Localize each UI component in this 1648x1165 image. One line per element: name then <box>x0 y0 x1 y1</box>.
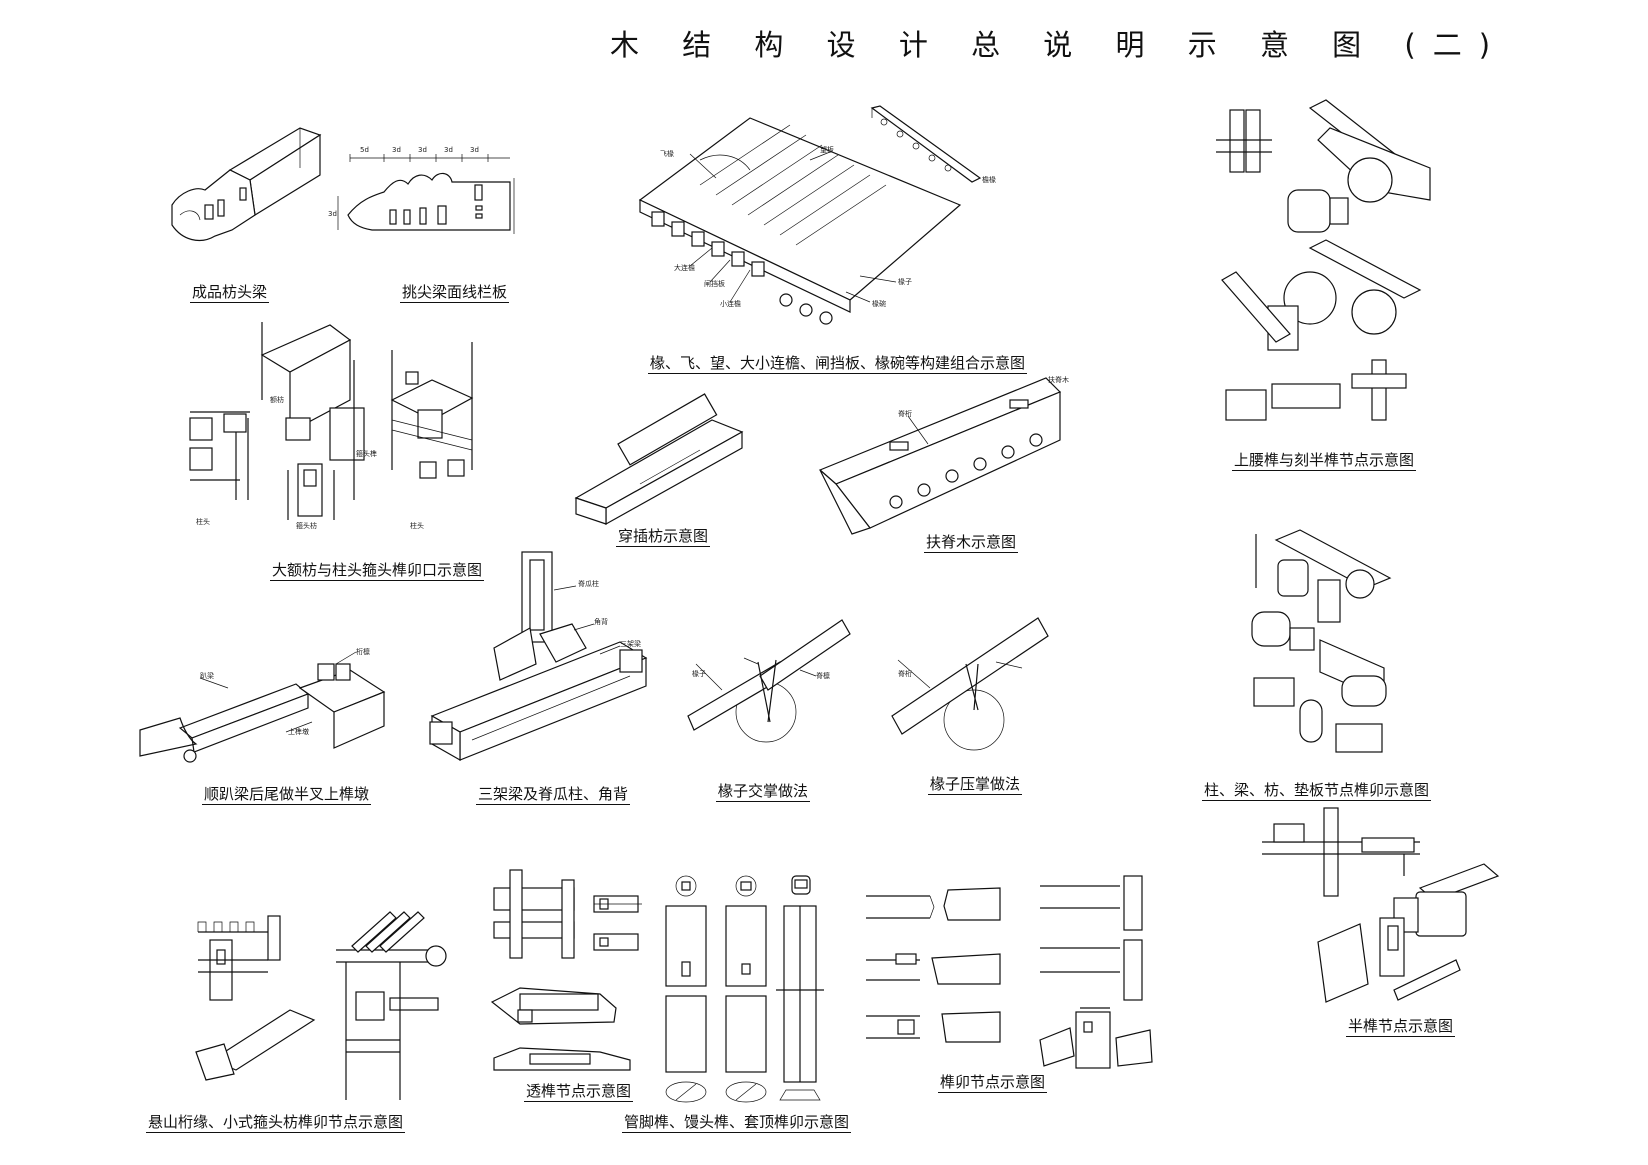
leader-label: 椽碗 <box>872 300 886 308</box>
rafter-lap-drawing <box>891 617 1049 751</box>
leader-label: 椽子 <box>692 670 706 678</box>
leader-label: 角背 <box>594 618 608 626</box>
caption-beam-profile: 挑尖梁面线栏板 <box>400 283 510 303</box>
leader-label: 扶脊木 <box>1048 376 1069 384</box>
caption-ridge-support: 扶脊木示意图 <box>924 533 1019 553</box>
leader-label: 望板 <box>820 146 834 154</box>
leader-label: 箍头榫 <box>356 450 377 458</box>
caption-rafter-assembly: 椽、飞、望、大小连檐、闸挡板、椽碗等构建组合示意图 <box>648 354 1028 374</box>
leader-label: 脊瓜柱 <box>578 580 599 588</box>
caption-column-foot-tenon: 管脚榫、馒头榫、套顶榫卯示意图 <box>622 1113 852 1133</box>
leader-label: 上榫墩 <box>288 728 309 736</box>
leader-label: 檐椽 <box>982 176 996 184</box>
architrave-tenon-drawing <box>189 322 474 520</box>
caption-beam-tail: 顺趴梁后尾做半叉上榫墩 <box>202 785 372 805</box>
leader-label: 桁檩 <box>356 648 370 656</box>
dimension-mark: 3d <box>328 210 337 218</box>
caption-half-tenon: 上腰榫与刻半榫节点示意图 <box>1232 451 1417 471</box>
leader-label: 脊桁 <box>898 410 912 418</box>
rafter-assembly-drawing <box>638 105 982 325</box>
dimension-mark: 5d <box>360 146 369 154</box>
rafter-cross-drawing <box>687 619 851 743</box>
leader-label: 闸挡板 <box>704 280 725 288</box>
beam-profile-drawing <box>337 154 515 234</box>
beam-tail-drawing <box>139 651 386 763</box>
mortise-tenon-drawing <box>866 875 1153 1069</box>
leader-label: 脊檩 <box>816 672 830 680</box>
leader-label: 箍头枋 <box>296 522 317 530</box>
leader-label: 柱头 <box>410 522 424 530</box>
half-joint-drawing <box>1262 807 1500 1003</box>
column-foot-tenon-drawing <box>665 875 824 1103</box>
leader-label: 柱头 <box>196 518 210 526</box>
leader-label: 脊桁 <box>898 670 912 678</box>
caption-through-tenon: 透榫节点示意图 <box>524 1082 634 1102</box>
ridge-support-drawing <box>818 377 1062 535</box>
caption-half-joint: 半榫节点示意图 <box>1346 1017 1456 1037</box>
tie-beam-drawing <box>574 393 744 526</box>
dimension-mark: 3d <box>470 146 479 154</box>
leader-label: 三架梁 <box>620 640 641 648</box>
leader-label: 额枋 <box>270 396 284 404</box>
leader-label: 大连檐 <box>674 264 695 272</box>
beam-head-drawing <box>171 127 322 242</box>
gable-purlin-drawing <box>195 911 447 1100</box>
caption-mortise-tenon: 榫卯节点示意图 <box>938 1073 1048 1093</box>
caption-column-beam-joint: 柱、梁、枋、垫板节点榫卯示意图 <box>1202 781 1432 801</box>
through-tenon-drawing <box>490 869 642 1071</box>
caption-architrave-tenon: 大额枋与柱头箍头榫卯口示意图 <box>270 561 485 581</box>
leader-label: 飞椽 <box>660 150 674 158</box>
dimension-mark: 3d <box>444 146 453 154</box>
caption-triple-beam: 三架梁及脊瓜柱、角背 <box>476 785 631 805</box>
triple-beam-drawing <box>429 551 648 762</box>
half-tenon-drawing <box>1216 99 1431 421</box>
column-beam-joint-drawing <box>1251 529 1392 753</box>
leader-label: 趴梁 <box>200 672 214 680</box>
caption-beam-head: 成品枋头梁 <box>190 283 270 303</box>
caption-tie-beam: 穿插枋示意图 <box>616 527 711 547</box>
sheet-title: 木 结 构 设 计 总 说 明 示 意 图 (二) <box>610 28 1508 62</box>
caption-gable-purlin: 悬山桁缘、小式箍头枋榫卯节点示意图 <box>146 1113 406 1133</box>
leader-label: 小连檐 <box>720 300 741 308</box>
dimension-mark: 3d <box>392 146 401 154</box>
dimension-mark: 3d <box>418 146 427 154</box>
leader-label: 椽子 <box>898 278 912 286</box>
caption-rafter-cross: 椽子交掌做法 <box>716 782 811 802</box>
caption-rafter-lap: 椽子压掌做法 <box>928 775 1023 795</box>
